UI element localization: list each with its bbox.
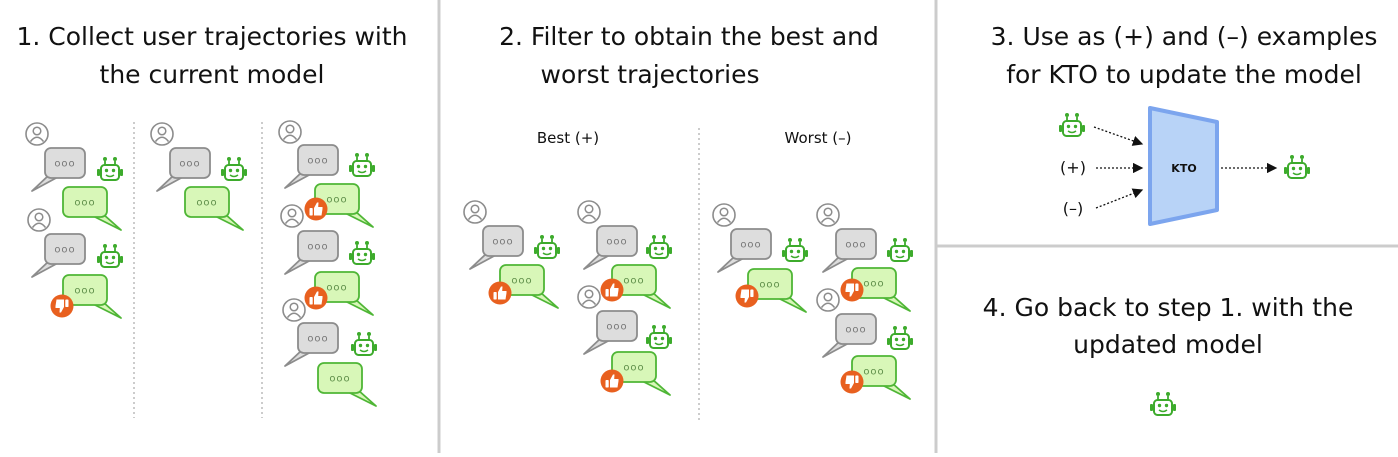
robot-icon: [1150, 392, 1176, 416]
bubble-dots: ooo: [845, 240, 866, 251]
bubble-dots: ooo: [74, 198, 95, 209]
bubble-dots: ooo: [196, 198, 217, 209]
thumbs-down-icon: [840, 278, 864, 302]
bubble-dots: ooo: [307, 242, 328, 253]
user-avatar-icon: [712, 203, 736, 227]
step2-title-line1: 2. Filter to obtain the best and: [499, 22, 879, 51]
user-message-bubble: ooo: [583, 310, 638, 355]
user-message-bubble: ooo: [717, 228, 772, 273]
robot-icon: [221, 157, 247, 181]
bubble-dots: ooo: [326, 283, 347, 294]
bot-message-bubble: ooo: [314, 271, 374, 316]
user-message-bubble: ooo: [31, 233, 86, 278]
bubble-dots: ooo: [307, 334, 328, 345]
arrow-minus-to-kto: [1095, 188, 1144, 209]
robot-icon: [646, 325, 672, 349]
bubble-dots: ooo: [511, 276, 532, 287]
robot-icon: [887, 326, 913, 350]
user-avatar-icon: [816, 203, 840, 227]
user-avatar-icon: [278, 120, 302, 144]
user-message-bubble: ooo: [156, 147, 211, 192]
arrow-robot-to-kto: [1093, 126, 1144, 146]
robot-icon: [1284, 155, 1310, 179]
user-message-bubble: ooo: [284, 230, 339, 275]
robot-icon: [646, 235, 672, 259]
robot-icon: [887, 238, 913, 262]
user-avatar-icon: [282, 298, 306, 322]
thumbs-down-icon: [50, 294, 74, 318]
bot-message-bubble: ooo: [499, 264, 559, 309]
kto-label: KTO: [1171, 162, 1196, 175]
robot-icon: [349, 153, 375, 177]
step2-title-line2: worst trajectories: [541, 60, 760, 89]
bubble-dots: ooo: [54, 245, 75, 256]
bubble-dots: ooo: [606, 237, 627, 248]
user-avatar-icon: [280, 204, 304, 228]
step4-title-line1: 4. Go back to step 1. with the: [983, 293, 1354, 322]
user-avatar-icon: [150, 122, 174, 146]
bubble-dots: ooo: [759, 280, 780, 291]
bot-message-bubble: ooo: [184, 186, 244, 231]
thumbs-up-icon: [600, 278, 624, 302]
bubble-dots: ooo: [740, 240, 761, 251]
bot-message-bubble: ooo: [62, 274, 122, 319]
robot-icon: [534, 235, 560, 259]
user-message-bubble: ooo: [284, 322, 339, 367]
bubble-dots: ooo: [863, 279, 884, 290]
robot-icon: [1059, 113, 1085, 137]
thumbs-up-icon: [304, 197, 328, 221]
bubble-dots: ooo: [329, 374, 350, 385]
bubble-dots: ooo: [492, 237, 513, 248]
bubble-dots: ooo: [326, 195, 347, 206]
bubble-dots: ooo: [845, 325, 866, 336]
minus-label: (–): [1063, 199, 1083, 218]
robot-icon: [351, 332, 377, 356]
worst-label: Worst (–): [785, 129, 852, 147]
user-message-bubble: ooo: [583, 225, 638, 270]
bubble-dots: ooo: [307, 156, 328, 167]
thumbs-down-icon: [840, 370, 864, 394]
user-avatar-icon: [25, 122, 49, 146]
bubble-dots: ooo: [74, 286, 95, 297]
user-message-bubble: ooo: [284, 144, 339, 189]
user-avatar-icon: [577, 200, 601, 224]
step4-title-line2: updated model: [1073, 330, 1263, 359]
bot-message-bubble: ooo: [317, 362, 377, 407]
user-avatar-icon: [27, 208, 51, 232]
robot-icon: [349, 241, 375, 265]
best-label: Best (+): [537, 129, 599, 147]
bubble-dots: ooo: [623, 363, 644, 374]
user-message-bubble: ooo: [31, 147, 86, 192]
bubble-dots: ooo: [606, 322, 627, 333]
user-avatar-icon: [577, 285, 601, 309]
plus-label: (+): [1060, 158, 1086, 177]
robot-icon: [782, 238, 808, 262]
bot-message-bubble: ooo: [851, 355, 911, 400]
bot-message-bubble: ooo: [747, 268, 807, 313]
user-message-bubble: ooo: [822, 228, 877, 273]
bot-message-bubble: ooo: [611, 351, 671, 396]
thumbs-up-icon: [600, 369, 624, 393]
bot-message-bubble: ooo: [62, 186, 122, 231]
bubble-dots: ooo: [863, 367, 884, 378]
step1-title-line1: 1. Collect user trajectories with: [17, 22, 408, 51]
step3-title-line2: for KTO to update the model: [1006, 60, 1362, 89]
thumbs-up-icon: [488, 281, 512, 305]
user-avatar-icon: [463, 200, 487, 224]
robot-icon: [97, 157, 123, 181]
bubble-dots: ooo: [623, 276, 644, 287]
kto-trapezoid: [1148, 106, 1219, 226]
user-message-bubble: ooo: [822, 313, 877, 358]
thumbs-up-icon: [304, 286, 328, 310]
step1-title-line2: the current model: [100, 60, 325, 89]
bubble-dots: ooo: [54, 159, 75, 170]
thumbs-down-icon: [735, 284, 759, 308]
step3-title-line1: 3. Use as (+) and (–) examples: [991, 22, 1378, 51]
bubble-dots: ooo: [179, 159, 200, 170]
user-message-bubble: ooo: [469, 225, 524, 270]
robot-icon: [97, 244, 123, 268]
user-avatar-icon: [816, 288, 840, 312]
